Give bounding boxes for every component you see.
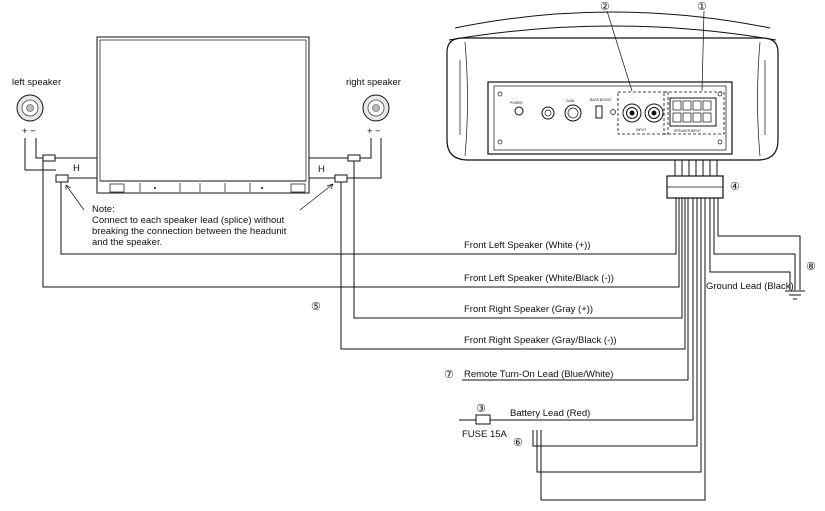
- splice-h-left: H: [73, 163, 80, 174]
- right-speaker-label: right speaker: [346, 77, 401, 88]
- callout-1-leader: [701, 10, 705, 92]
- left-speaker-polarity: + −: [22, 126, 36, 137]
- panel-speaker-input-label: SPEAKER INPUT: [674, 129, 701, 133]
- left-speaker-label: left speaker: [12, 77, 61, 88]
- panel-input-label: INPUT: [636, 128, 646, 132]
- fuse-icon: [459, 414, 497, 425]
- wire-label-ground-lead: Ground Lead (Black): [706, 281, 794, 292]
- amplifier-unit: POWER GAIN BASS BOOST INPUT SPEAKER INPU…: [446, 11, 779, 161]
- splice-connector: [334, 174, 348, 183]
- ground-icon: [785, 290, 805, 300]
- callout-2-leader: [606, 10, 633, 92]
- note-line: breaking the connection between the head…: [92, 226, 287, 237]
- note-line: and the speaker.: [92, 237, 162, 248]
- callout-4: ④: [730, 181, 740, 193]
- fuse-label: FUSE 15A: [462, 429, 508, 440]
- right-speaker-icon: [362, 94, 390, 122]
- wire-label-front-right-gray-black: Front Right Speaker (Gray/Black (-)): [464, 335, 617, 346]
- note-block: Note: Connect to each speaker lead (spli…: [65, 183, 334, 248]
- harness-wires: [42, 161, 801, 501]
- head-unit: [96, 36, 310, 194]
- left-speaker-icon: [16, 94, 44, 122]
- callout-7: ⑦: [444, 369, 454, 381]
- wire-label-front-left-white: Front Left Speaker (White (+)): [464, 240, 590, 251]
- note-title: Note:: [92, 204, 115, 215]
- panel-bass-boost-label: BASS BOOST: [590, 98, 612, 102]
- callout-1: ①: [697, 1, 707, 13]
- right-speaker-wiring: [309, 138, 382, 183]
- callout-3: ③: [476, 403, 486, 415]
- left-speaker-wiring: [24, 138, 97, 183]
- wire-label-front-left-white-black: Front Left Speaker (White/Black (-)): [464, 273, 614, 284]
- callout-6: ⑥: [513, 437, 523, 449]
- callout-2: ②: [600, 1, 610, 13]
- wire-label-remote-turn-on: Remote Turn-On Lead (Blue/White): [464, 369, 613, 380]
- splice-h-right: H: [318, 164, 325, 175]
- callout-8: ⑧: [806, 261, 816, 273]
- wire-label-front-right-gray: Front Right Speaker (Gray (+)): [464, 304, 593, 315]
- callout-5: ⑤: [311, 301, 321, 313]
- splice-connector: [347, 154, 361, 162]
- panel-power-label: POWER: [510, 101, 523, 105]
- wire-harness-connector: [666, 160, 724, 199]
- wire-label-battery-lead: Battery Lead (Red): [510, 408, 590, 419]
- panel-gain-label: GAIN: [566, 99, 575, 103]
- note-line: Connect to each speaker lead (splice) wi…: [92, 215, 285, 226]
- splice-connector: [55, 174, 69, 183]
- splice-connector: [42, 154, 56, 162]
- right-speaker-polarity: + −: [367, 126, 381, 137]
